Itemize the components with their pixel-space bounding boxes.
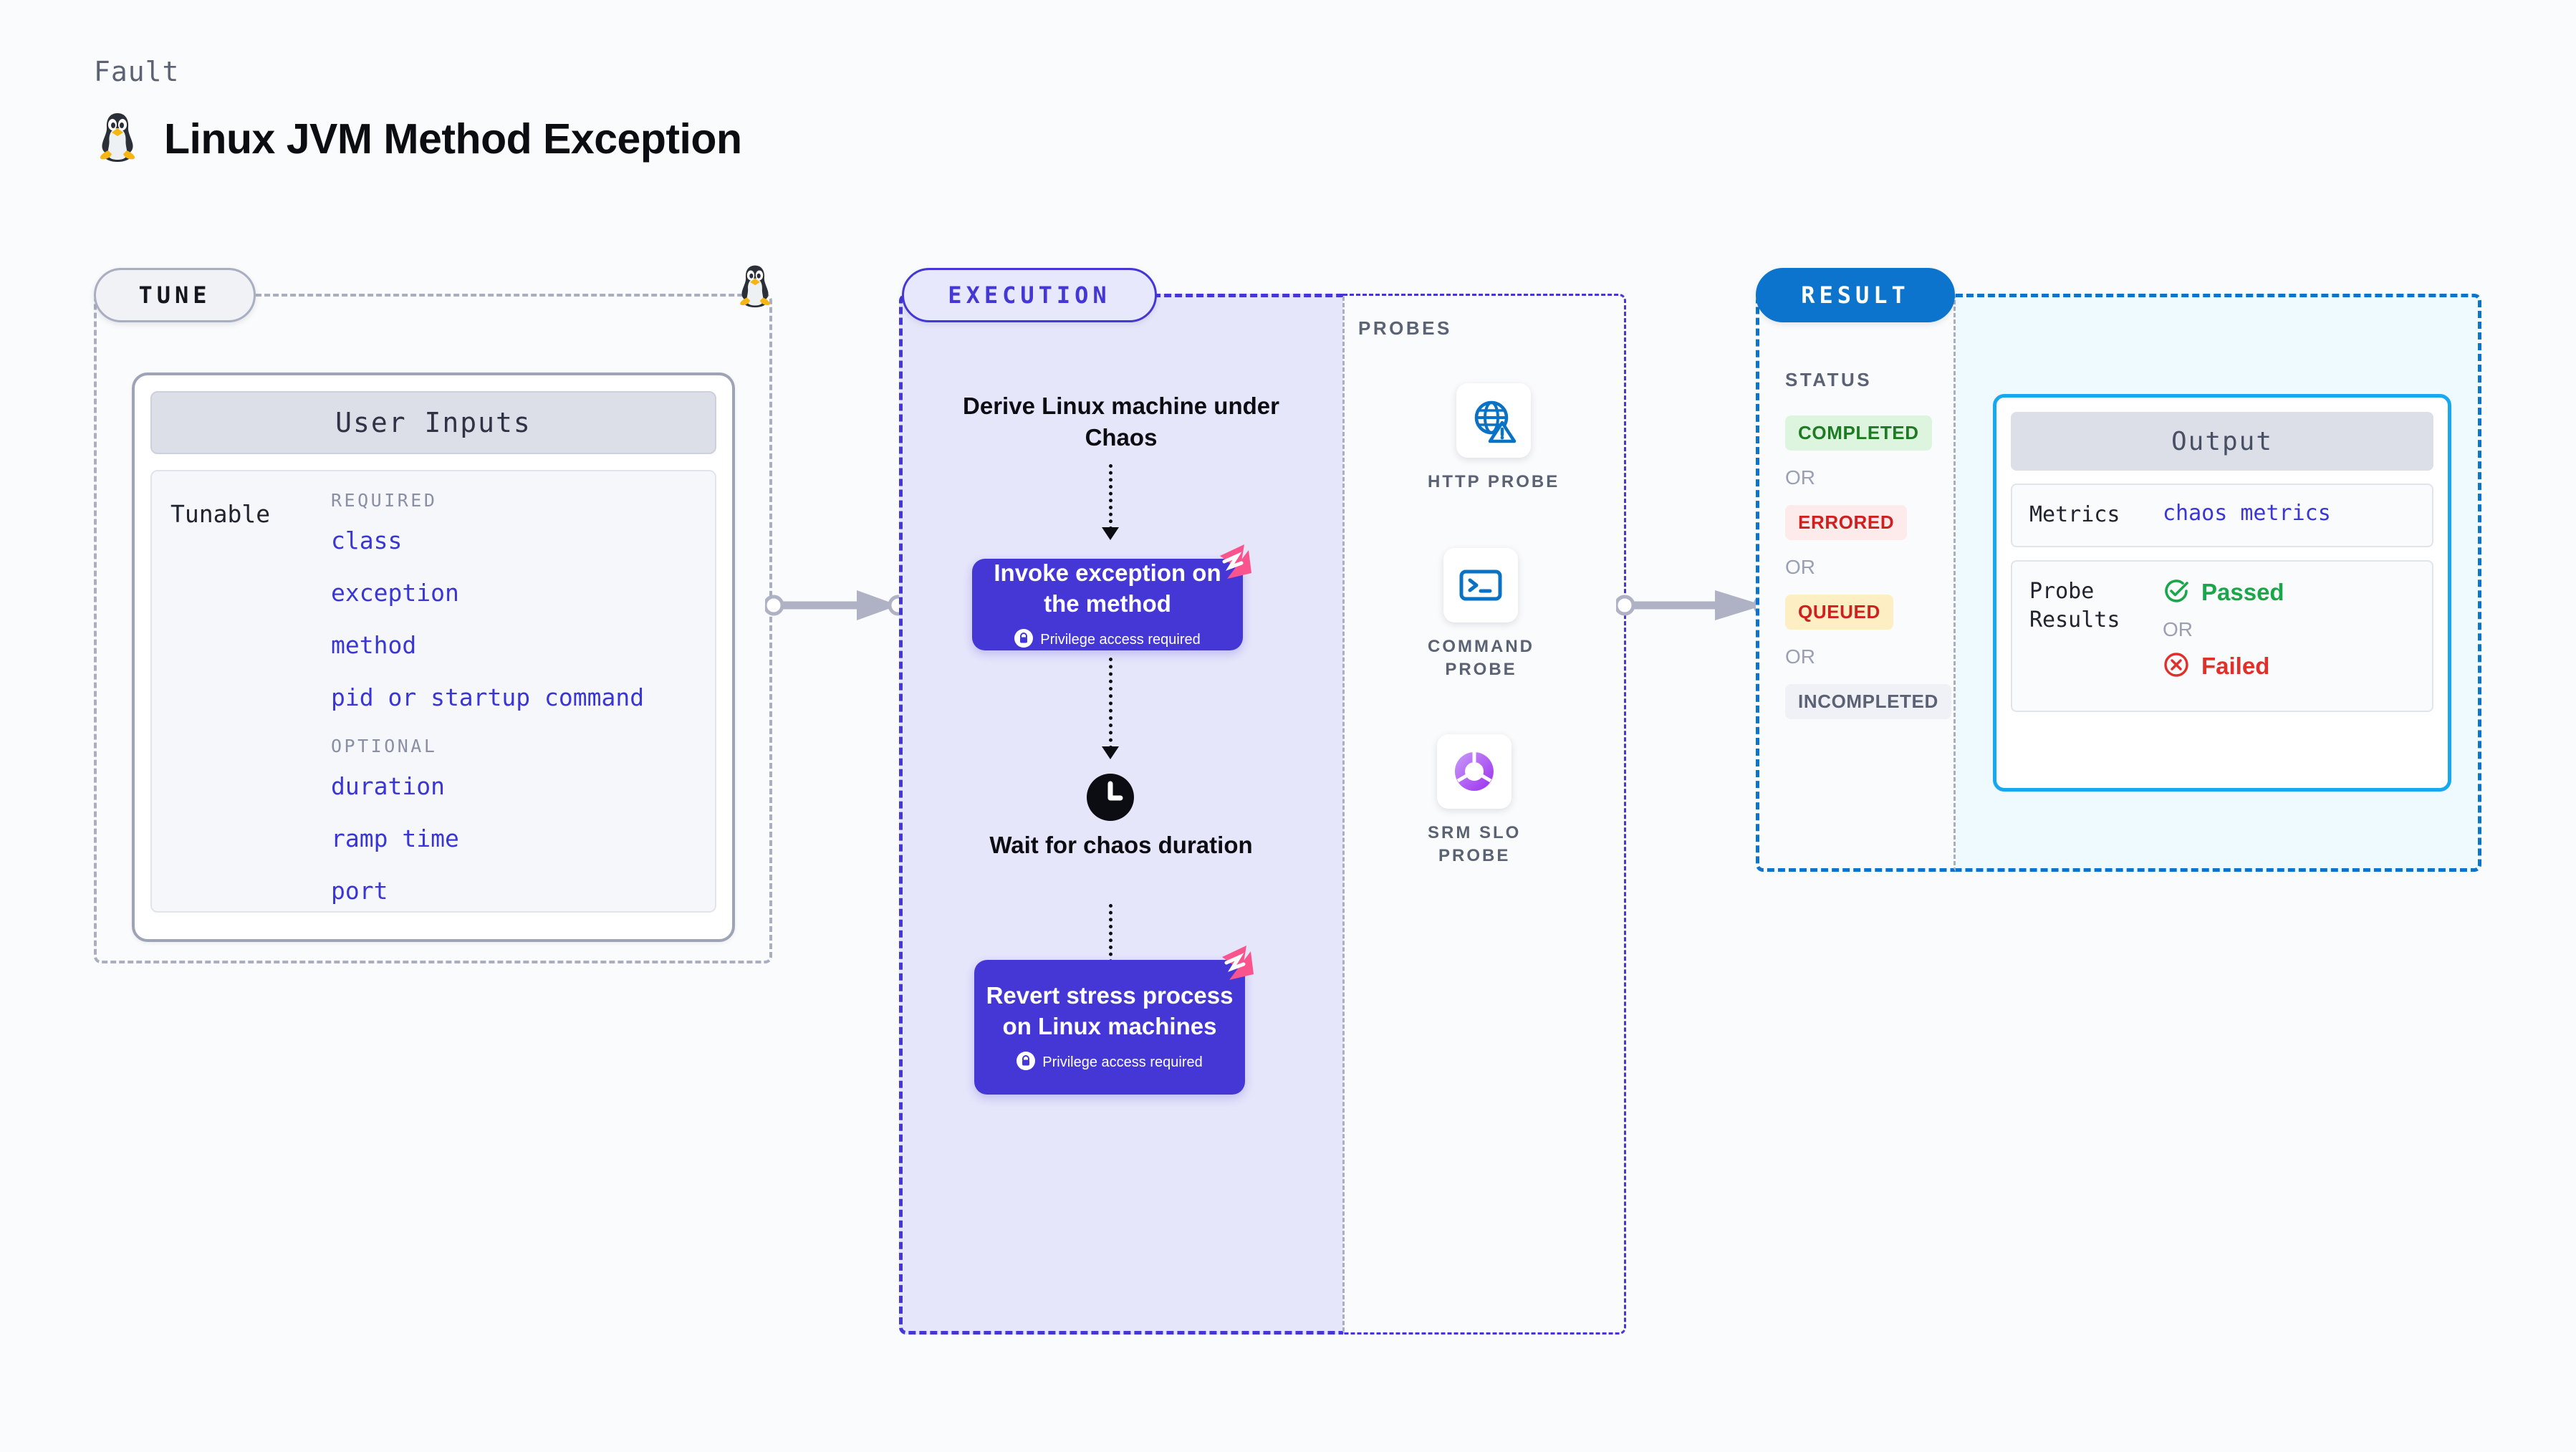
- field-class[interactable]: class: [331, 527, 403, 554]
- action-title: Revert stress process on Linux machines: [986, 981, 1234, 1039]
- execution-step-derive-label: Derive Linux machine under Chaos: [963, 393, 1279, 451]
- linux-penguin-icon: [95, 111, 140, 166]
- field-method[interactable]: method: [331, 631, 417, 659]
- status-badge-incompleted: INCOMPLETED: [1785, 684, 1951, 719]
- optional-group-label: OPTIONAL: [331, 736, 438, 756]
- probe-label: HTTP PROBE: [1428, 472, 1560, 491]
- status-or-2: OR: [1785, 556, 1815, 578]
- status-or-1: OR: [1785, 466, 1815, 489]
- probe-result-passed: Passed: [2163, 577, 2284, 608]
- action-title: Invoke exception on the method: [994, 559, 1221, 617]
- probes-caption: PROBES: [1358, 317, 1452, 339]
- user-inputs-card: User Inputs Tunable REQUIRED class excep…: [132, 372, 735, 942]
- probes-panel: [1343, 294, 1626, 1335]
- privilege-note: Privilege access required: [1017, 1052, 1203, 1074]
- lock-icon: [1017, 1052, 1036, 1074]
- user-inputs-title: User Inputs: [150, 391, 716, 454]
- tune-linux-penguin-icon: [735, 264, 775, 312]
- flow-arrow-2-line: [1109, 658, 1112, 749]
- field-port[interactable]: port: [331, 877, 388, 905]
- check-circle-icon: [2163, 577, 2190, 608]
- flow-arrow-3-line: [1109, 904, 1112, 970]
- probe-result-or: OR: [2163, 617, 2193, 640]
- metrics-value-link[interactable]: chaos metrics: [2163, 501, 2331, 526]
- field-ramp-time[interactable]: ramp time: [331, 824, 459, 852]
- probe-result-failed: Failed: [2163, 651, 2284, 682]
- metrics-key: Metrics: [2029, 502, 2120, 527]
- passed-label: Passed: [2201, 579, 2284, 605]
- lock-icon: [1014, 629, 1034, 651]
- execution-step-wait-label: Wait for chaos duration: [989, 832, 1253, 858]
- output-card: Output Metrics chaos metrics Probe Resul…: [1993, 394, 2451, 792]
- litmus-logo-icon: [1211, 542, 1253, 585]
- x-circle-icon: [2163, 651, 2190, 682]
- flow-arrow-1-head: [1102, 527, 1119, 540]
- terminal-icon: [1443, 548, 1519, 622]
- output-row-metrics: Metrics chaos metrics: [2011, 484, 2433, 547]
- status-or-3: OR: [1785, 645, 1815, 668]
- privilege-text: Privilege access required: [1040, 632, 1201, 648]
- tune-panel: [94, 294, 772, 963]
- status-caption: STATUS: [1785, 369, 1873, 390]
- status-list: COMPLETED OR ERRORED OR QUEUED OR INCOMP…: [1785, 415, 1951, 719]
- tunable-field-list: REQUIRED class exception method pid or s…: [331, 490, 715, 911]
- flow-arrow-2-head: [1102, 746, 1119, 759]
- flow-arrow-1-line: [1109, 464, 1112, 530]
- field-exception[interactable]: exception: [331, 579, 459, 607]
- litmus-logo-icon: [1213, 943, 1255, 986]
- probe-tile-srm-slo[interactable]: SRM SLO PROBE: [1428, 734, 1521, 868]
- tune-tag: TUNE: [94, 268, 256, 322]
- execution-tag: EXECUTION: [902, 268, 1157, 322]
- execution-action-revert-stress[interactable]: Revert stress process on Linux machines …: [974, 946, 1254, 1095]
- execution-action-invoke-exception[interactable]: Invoke exception on the method Privilege…: [972, 544, 1251, 651]
- privilege-note: Privilege access required: [1014, 629, 1201, 651]
- probe-label: COMMAND PROBE: [1428, 637, 1534, 680]
- output-row-probe-results: Probe Results Passed OR: [2011, 559, 2433, 712]
- output-card-title: Output: [2011, 412, 2433, 471]
- globe-warning-icon: [1456, 383, 1532, 458]
- result-tag: RESULT: [1756, 268, 1955, 322]
- field-pid-or-startup-command[interactable]: pid or startup command: [331, 683, 645, 711]
- probe-tile-http[interactable]: HTTP PROBE: [1428, 383, 1559, 494]
- execution-probes-divider: [1342, 297, 1345, 1332]
- status-badge-queued: QUEUED: [1785, 595, 1893, 630]
- clock-icon: [1085, 772, 1135, 826]
- probe-label: SRM SLO PROBE: [1428, 823, 1522, 866]
- page-title-row: Linux JVM Method Exception: [95, 111, 742, 166]
- required-group-label: REQUIRED: [331, 490, 438, 511]
- probe-results-key: Probe Results: [2029, 578, 2120, 633]
- status-badge-errored: ERRORED: [1785, 505, 1908, 540]
- privilege-text: Privilege access required: [1042, 1054, 1203, 1071]
- probe-results-values: Passed OR Failed: [2163, 577, 2284, 682]
- user-inputs-body: Tunable REQUIRED class exception method …: [150, 470, 716, 913]
- slo-donut-check-icon: [1437, 734, 1512, 809]
- result-status-panel: [1756, 294, 1956, 872]
- connector-execution-to-result: [1614, 587, 1774, 627]
- probe-tile-command[interactable]: COMMAND PROBE: [1428, 548, 1534, 682]
- failed-label: Failed: [2201, 653, 2270, 679]
- page-title: Linux JVM Method Exception: [164, 115, 742, 163]
- fault-kicker: Fault: [94, 56, 180, 87]
- field-duration[interactable]: duration: [331, 772, 445, 800]
- connector-tune-to-execution: [763, 587, 909, 627]
- status-badge-completed: COMPLETED: [1785, 415, 1932, 451]
- tunable-label: Tunable: [170, 500, 271, 528]
